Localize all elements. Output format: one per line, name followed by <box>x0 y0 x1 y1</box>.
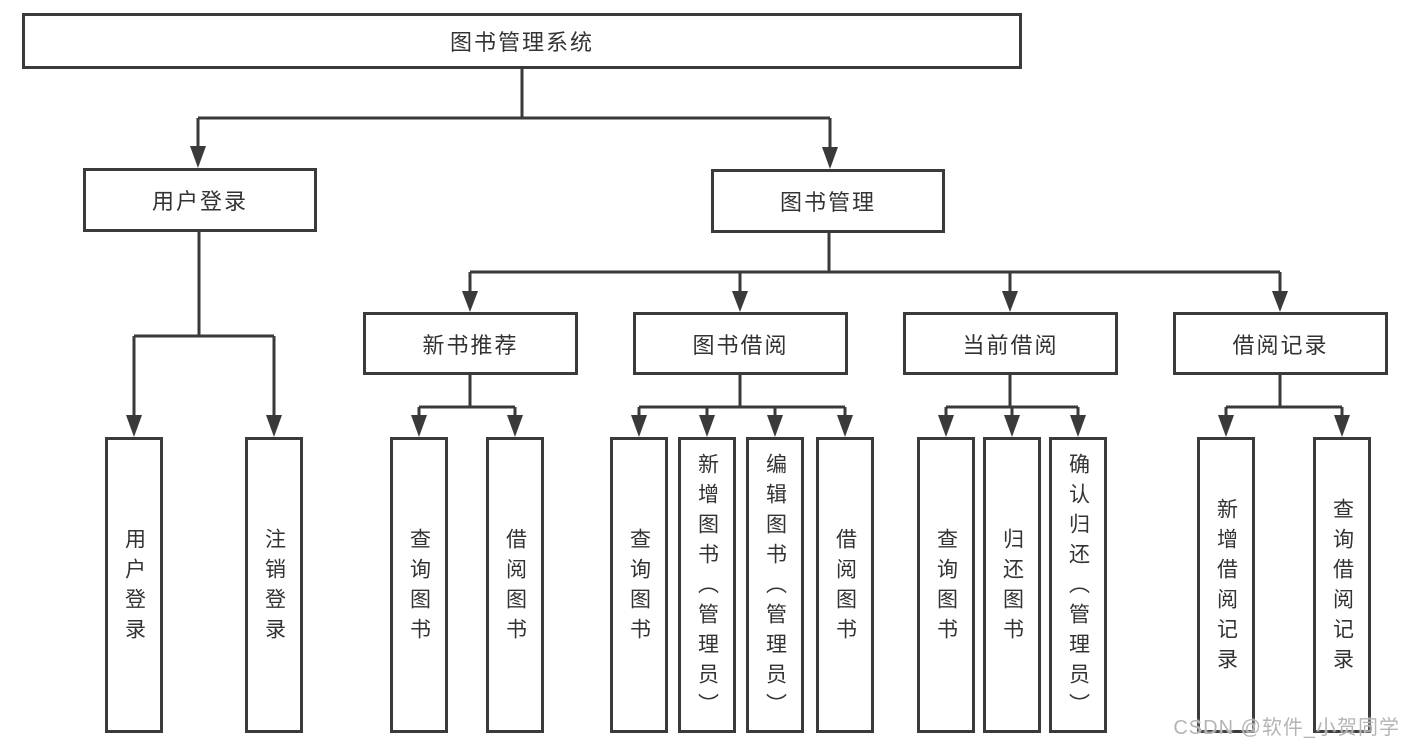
leaf-logout: 注销登录 <box>245 437 303 733</box>
node-new-book-recommend-label: 新书推荐 <box>422 332 519 358</box>
node-borrow-record: 借阅记录 <box>1173 312 1388 375</box>
leaf-borrow-query-books: 查询图书 <box>610 437 668 733</box>
leaf-user-login: 用户登录 <box>105 437 163 733</box>
leaf-borrow-books-label: 借阅图书 <box>833 528 857 648</box>
connector-paths <box>132 69 1344 421</box>
leaf-add-borrow-record: 新增借阅记录 <box>1197 437 1255 733</box>
leaf-add-books-admin-label: 新增图书（管理员） <box>695 453 719 723</box>
leaf-borrow-books: 借阅图书 <box>816 437 874 733</box>
node-book-management: 图书管理 <box>711 169 945 233</box>
leaf-query-borrow-record-label: 查询借阅记录 <box>1330 498 1354 678</box>
node-book-borrow: 图书借阅 <box>633 312 848 375</box>
node-root-library-system: 图书管理系统 <box>22 13 1022 69</box>
leaf-confirm-return-admin: 确认归还（管理员） <box>1049 437 1107 733</box>
leaf-newbook-borrow-books-label: 借阅图书 <box>503 528 527 648</box>
leaf-user-login-label: 用户登录 <box>122 528 146 648</box>
leaf-current-query-books-label: 查询图书 <box>934 528 958 648</box>
node-user-login-label: 用户登录 <box>151 189 248 214</box>
node-root-label: 图书管理系统 <box>449 30 594 55</box>
leaf-current-query-books: 查询图书 <box>917 437 975 733</box>
node-book-borrow-label: 图书借阅 <box>692 332 789 358</box>
csdn-watermark: CSDN @软件_小贺同学 <box>1173 717 1400 739</box>
leaf-return-books-label: 归还图书 <box>1000 528 1024 648</box>
leaf-borrow-query-books-label: 查询图书 <box>627 528 651 648</box>
leaf-add-books-admin: 新增图书（管理员） <box>678 437 736 733</box>
node-current-borrow: 当前借阅 <box>903 312 1118 375</box>
leaf-confirm-return-admin-label: 确认归还（管理员） <box>1066 453 1090 723</box>
leaf-logout-label: 注销登录 <box>262 528 286 648</box>
leaf-return-books: 归还图书 <box>983 437 1041 733</box>
node-borrow-record-label: 借阅记录 <box>1232 332 1329 358</box>
leaf-newbook-query-books: 查询图书 <box>390 437 448 733</box>
leaf-newbook-borrow-books: 借阅图书 <box>486 437 544 733</box>
node-current-borrow-label: 当前借阅 <box>962 332 1059 358</box>
node-book-management-label: 图书管理 <box>779 190 876 215</box>
node-user-login: 用户登录 <box>83 168 317 232</box>
node-new-book-recommend: 新书推荐 <box>363 312 578 375</box>
leaf-query-borrow-record: 查询借阅记录 <box>1313 437 1371 733</box>
leaf-newbook-query-books-label: 查询图书 <box>407 528 431 648</box>
leaf-edit-books-admin: 编辑图书（管理员） <box>746 437 804 733</box>
arrowheads <box>126 146 1350 437</box>
leaf-edit-books-admin-label: 编辑图书（管理员） <box>763 453 787 723</box>
leaf-add-borrow-record-label: 新增借阅记录 <box>1214 498 1238 678</box>
